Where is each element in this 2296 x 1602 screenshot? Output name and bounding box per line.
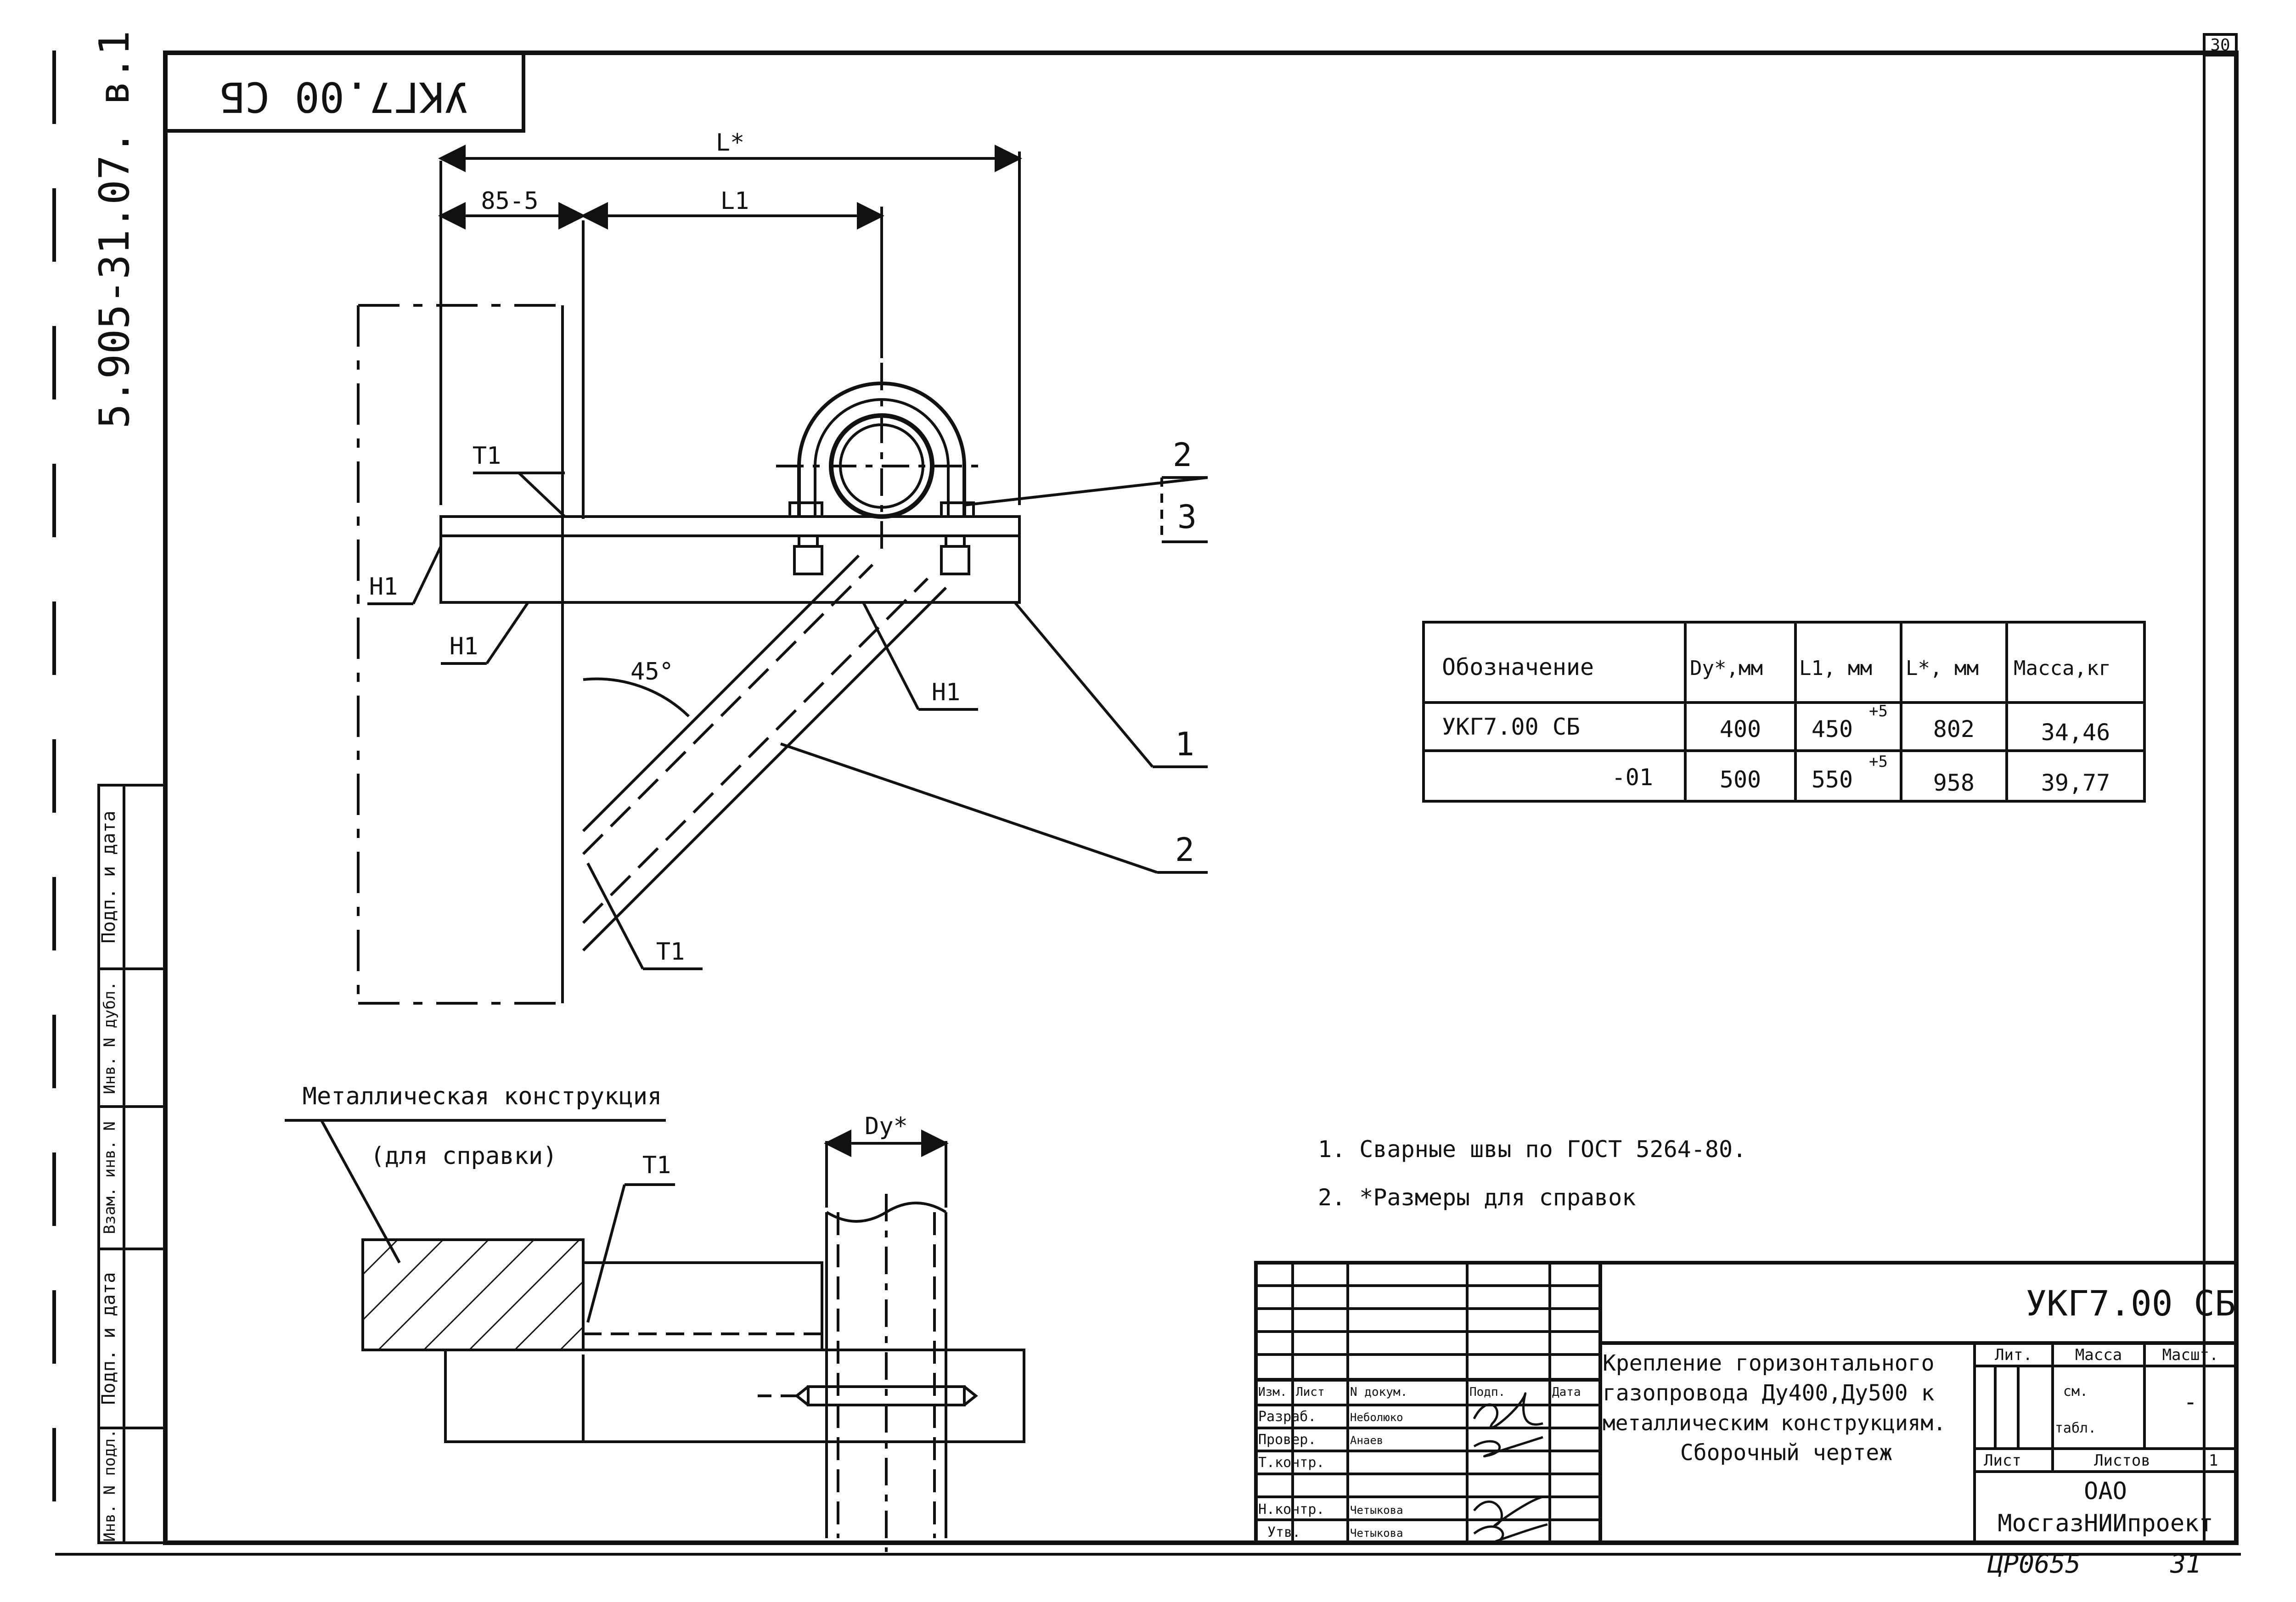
- title-designation: УКГ7.00 СБ: [2026, 1283, 2236, 1324]
- name-developer: Неболюко: [1350, 1411, 1403, 1424]
- footer-page: 31: [2170, 1549, 2201, 1579]
- spec-cell-tolerance: +5: [1869, 702, 1888, 720]
- spec-table-headers: Обозначение Dy*,мм L1, мм L*, мм Масса,к…: [1442, 654, 2111, 680]
- spec-table-row-1: УКГ7.00 СБ 400 450 +5 802 34,46: [1442, 702, 2110, 746]
- role-tech-control: Т.контр.: [1258, 1455, 1325, 1471]
- pos-2-brace: 2: [1175, 831, 1194, 869]
- mass-value-2: табл.: [2055, 1420, 2096, 1436]
- spec-header-designation: Обозначение: [1442, 654, 1594, 680]
- plan-dim-dy: Dy*: [865, 1113, 908, 1140]
- col-header-date: Дата: [1552, 1385, 1581, 1399]
- pos-1: 1: [1175, 725, 1194, 763]
- col-header-sheet: Лист: [1296, 1385, 1325, 1399]
- col-header-change: Изм.: [1258, 1385, 1287, 1399]
- spec-cell: 500: [1720, 766, 1761, 793]
- title-name-line-3: металлическим конструкциям.: [1603, 1411, 1946, 1435]
- sheets-value: 1: [2209, 1451, 2218, 1470]
- footer-number: ЦР0655: [1987, 1549, 2081, 1579]
- spec-header-mass: Масса,кг: [2014, 657, 2111, 680]
- org-line-1: ОАО: [2084, 1478, 2127, 1505]
- spec-cell: 400: [1720, 716, 1761, 742]
- strip-label-sign-date-1: Подп. и дата: [98, 811, 119, 944]
- angle-label: 45°: [630, 658, 674, 686]
- mirrored-doc-code: УКГ7.00 СБ: [220, 73, 469, 121]
- signature-norm-control: [1473, 1495, 1543, 1527]
- spec-cell: -01: [1612, 764, 1653, 791]
- spec-cell-tolerance: +5: [1869, 753, 1888, 771]
- spec-cell: 802: [1933, 716, 1975, 742]
- label-H1-left: H1: [369, 573, 398, 601]
- label-H1-bottom: H1: [450, 633, 478, 660]
- lit-label: Лит.: [1995, 1346, 2032, 1364]
- name-checker: Анаев: [1350, 1434, 1383, 1447]
- plan-view: [285, 1119, 1025, 1552]
- spec-table: [1422, 621, 2146, 803]
- plan-T1: T1: [642, 1152, 671, 1179]
- note-1: 1. Сварные швы по ГОСТ 5264-80.: [1318, 1136, 1746, 1163]
- spec-cell: 550: [1812, 766, 1853, 793]
- spec-cell: 39,77: [2041, 770, 2110, 796]
- left-stamp-strip: [97, 784, 167, 1544]
- spec-header-dy: Dy*,мм: [1690, 657, 1763, 680]
- scale-label: Масшт.: [2162, 1346, 2219, 1364]
- title-block: [1254, 1261, 2238, 1545]
- elevation-view: [357, 145, 1208, 1005]
- org-line-2: МосгазНИИпроект: [1998, 1510, 2213, 1537]
- strip-label-sign-date-2: Подп. и дата: [98, 1272, 119, 1405]
- strip-label-orig-no: Инв. N подл.: [101, 1429, 119, 1542]
- scale-value: -: [2183, 1388, 2197, 1415]
- pos-3: 3: [1177, 498, 1197, 536]
- role-developer: Разраб.: [1258, 1409, 1316, 1425]
- name-approver: Четыкова: [1350, 1527, 1403, 1540]
- title-name-line-1: Крепление горизонтального: [1603, 1350, 1934, 1376]
- title-block-text: УКГ7.00 СБ Крепление горизонтального газ…: [1258, 1283, 2236, 1540]
- name-norm-control: Четыкова: [1350, 1504, 1403, 1517]
- label-T1-top: T1: [473, 442, 501, 470]
- dim-85: 85-5: [481, 187, 538, 215]
- title-name-line-2: газопровода Ду400,Ду500 к: [1603, 1380, 1935, 1406]
- col-header-doc: N докум.: [1350, 1385, 1407, 1399]
- role-checker: Провер.: [1258, 1432, 1316, 1448]
- note-2: 2. *Размеры для справок: [1318, 1184, 1636, 1211]
- mass-value-1: см.: [2063, 1383, 2088, 1400]
- strip-label-replace-no: Взам. инв. N: [101, 1121, 119, 1234]
- signature-approver: [1473, 1523, 1548, 1545]
- sheets-label: Листов: [2094, 1451, 2150, 1470]
- spec-cell: 34,46: [2041, 719, 2110, 746]
- col-header-sign: Подп.: [1469, 1385, 1505, 1399]
- title-name-line-4: Сборочный чертеж: [1680, 1440, 1892, 1466]
- spec-table-row-2: -01 500 550 +5 958 39,77: [1612, 753, 2110, 796]
- spec-cell: 958: [1933, 770, 1975, 796]
- series-code: 5.905-31.07. в.1: [90, 31, 139, 429]
- pos-2-top: 2: [1173, 436, 1192, 474]
- signature-checker: [1473, 1436, 1543, 1458]
- label-H1-right: H1: [932, 679, 961, 706]
- spec-header-l1: L1, мм: [1799, 657, 1872, 680]
- strip-label-dup-no: Инв. N дубл.: [101, 981, 119, 1094]
- mass-label: Масса: [2075, 1346, 2122, 1364]
- page-number: 30: [2210, 36, 2230, 55]
- plan-structure-label: Металлическая конструкция: [303, 1083, 662, 1110]
- role-norm-control: Н.контр.: [1258, 1501, 1325, 1518]
- plan-reference-label: (для справки): [371, 1142, 557, 1170]
- label-T1-low: T1: [656, 938, 685, 966]
- sheet-label: Лист: [1984, 1451, 2021, 1470]
- role-approver: Утв.: [1267, 1524, 1300, 1540]
- signatures: [1473, 1392, 1548, 1545]
- signature-developer: [1473, 1392, 1543, 1429]
- dim-L-total: L*: [716, 129, 745, 157]
- spec-cell: 450: [1812, 716, 1853, 742]
- spec-cell: УКГ7.00 СБ: [1442, 714, 1580, 740]
- dim-L1: L1: [720, 187, 749, 215]
- spec-header-ltotal: L*, мм: [1906, 657, 1979, 680]
